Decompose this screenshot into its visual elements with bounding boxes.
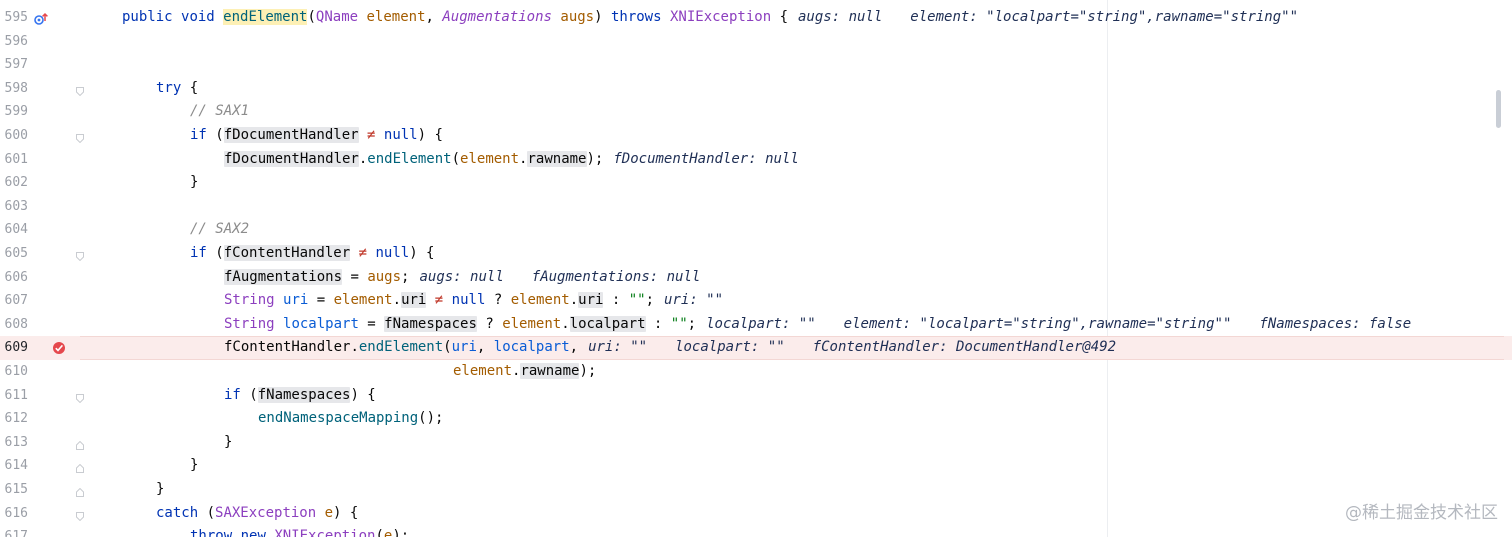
line-number: 608: [4, 316, 28, 332]
line-number: 603: [4, 198, 28, 214]
code-text[interactable]: catch (SAXException e) {: [156, 504, 359, 521]
code-line-current-breakpoint[interactable]: 609 fContentHandler.endElement(uri, loca…: [0, 336, 1512, 360]
code-text[interactable]: fDocumentHandler.endElement(element.rawn…: [224, 150, 799, 167]
vertical-scrollbar[interactable]: [1496, 90, 1501, 128]
fold-icon[interactable]: [76, 249, 84, 262]
code-text[interactable]: if (fContentHandler ≠ null) {: [190, 245, 435, 261]
code-text[interactable]: public void endElement(QName element, Au…: [122, 9, 1299, 25]
code-line[interactable]: 616 catch (SAXException e) {: [0, 502, 1512, 526]
code-comment[interactable]: // SAX1: [190, 103, 250, 120]
line-number: 614: [4, 458, 28, 474]
code-text[interactable]: String localpart = fNamespaces ? element…: [224, 315, 1412, 332]
line-number: 610: [4, 364, 28, 379]
line-number: 600: [4, 128, 28, 143]
code-line[interactable]: 604 // SAX2: [0, 218, 1512, 242]
code-comment[interactable]: // SAX2: [190, 221, 250, 238]
right-margin-guide: [1107, 0, 1108, 537]
line-number: 615: [4, 482, 28, 497]
code-text[interactable]: endNamespaceMapping();: [258, 410, 444, 427]
fold-icon[interactable]: [76, 485, 84, 497]
override-implements-icon[interactable]: [34, 12, 48, 25]
code-line[interactable]: 595 public void endElement(QName element…: [0, 6, 1512, 30]
code-text[interactable]: if (fNamespaces) {: [224, 386, 376, 403]
fold-icon[interactable]: [76, 131, 84, 144]
debug-inline-hint: uri: ""localpart: ""fContentHandler: Doc…: [588, 339, 1117, 356]
line-number: 616: [4, 505, 28, 521]
line-number: 595: [4, 10, 28, 25]
code-text[interactable]: String uri = element.uri ≠ null ? elemen…: [224, 292, 724, 309]
code-text[interactable]: fContentHandler.endElement(uri, localpar…: [224, 339, 1117, 356]
code-line[interactable]: 602 }: [0, 171, 1512, 195]
code-line[interactable]: 600 if (fDocumentHandler ≠ null) {: [0, 124, 1512, 148]
code-line[interactable]: 614 }: [0, 454, 1512, 478]
line-number: 611: [4, 387, 28, 403]
code-line[interactable]: 608 String localpart = fNamespaces ? ele…: [0, 313, 1512, 337]
code-text[interactable]: }: [190, 174, 199, 191]
debug-inline-hint: uri: "": [664, 292, 724, 309]
line-number: 606: [4, 269, 28, 285]
code-line[interactable]: 613 }: [0, 431, 1512, 455]
debug-inline-hint: localpart: ""element: "localpart="string…: [706, 315, 1412, 332]
line-number: 601: [4, 151, 28, 167]
line-number: 617: [4, 529, 28, 537]
code-text[interactable]: throw new XNIException(e);: [190, 528, 410, 537]
code-line[interactable]: 607 String uri = element.uri ≠ null ? el…: [0, 289, 1512, 313]
line-number: 602: [4, 175, 28, 191]
code-line[interactable]: 601 fDocumentHandler.endElement(element.…: [0, 148, 1512, 172]
watermark: @稀土掘金技术社区: [1345, 503, 1498, 523]
code-line[interactable]: 615 }: [0, 478, 1512, 502]
code-line[interactable]: 612 endNamespaceMapping();: [0, 407, 1512, 431]
code-line[interactable]: 598 try {: [0, 77, 1512, 101]
line-number: 604: [4, 222, 28, 238]
line-number: 612: [4, 411, 28, 427]
line-number: 613: [4, 434, 28, 450]
line-number: 599: [4, 104, 28, 120]
line-number: 607: [4, 293, 28, 309]
code-text[interactable]: }: [224, 433, 233, 450]
code-line[interactable]: 597: [0, 53, 1512, 77]
line-number: 597: [4, 57, 28, 73]
line-number: 605: [4, 246, 28, 261]
code-text[interactable]: try {: [156, 79, 199, 96]
line-number: 596: [4, 33, 28, 49]
code-line[interactable]: 617 throw new XNIException(e);: [0, 525, 1512, 537]
fold-icon[interactable]: [76, 509, 84, 521]
code-line[interactable]: 603: [0, 195, 1512, 219]
code-line[interactable]: 611 if (fNamespaces) {: [0, 384, 1512, 408]
fold-icon[interactable]: [76, 461, 84, 474]
line-number: 609: [4, 340, 28, 356]
code-line[interactable]: 596: [0, 30, 1512, 54]
code-line[interactable]: 605 if (fContentHandler ≠ null) {: [0, 242, 1512, 266]
code-text[interactable]: }: [190, 457, 199, 474]
fold-icon[interactable]: [76, 438, 84, 450]
code-text[interactable]: if (fDocumentHandler ≠ null) {: [190, 127, 443, 143]
line-number: 598: [4, 80, 28, 96]
code-text[interactable]: element.rawname);: [453, 363, 597, 379]
code-line[interactable]: 610 element.rawname);: [0, 360, 1512, 384]
fold-icon[interactable]: [76, 84, 84, 97]
breakpoint-icon[interactable]: [52, 341, 65, 355]
code-text[interactable]: }: [156, 481, 165, 497]
debug-inline-hint: fDocumentHandler: null: [613, 150, 799, 167]
fold-icon[interactable]: [76, 391, 84, 403]
code-line[interactable]: 599 // SAX1: [0, 100, 1512, 124]
